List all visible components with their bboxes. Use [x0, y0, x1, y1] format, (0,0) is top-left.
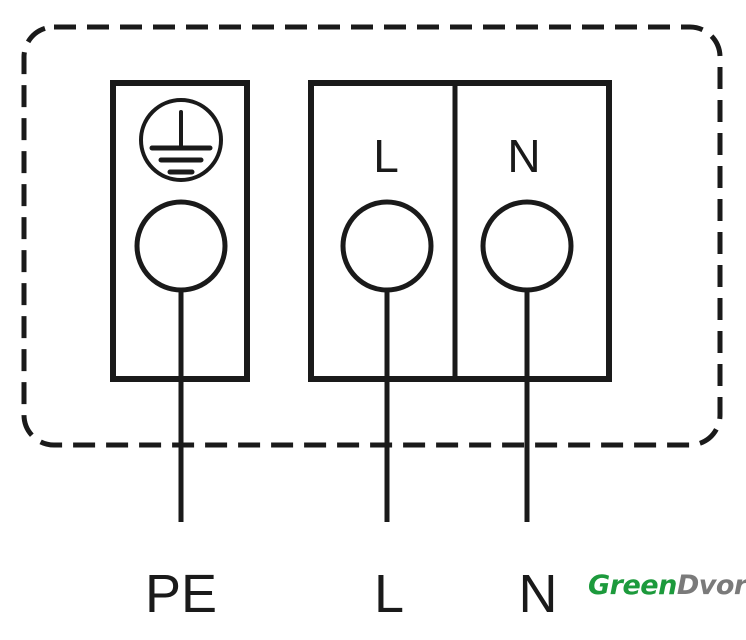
- enclosure-dashed-outline: [21, 24, 723, 448]
- terminal-label-neutral: N: [507, 130, 540, 182]
- line-neutral-terminal-block: [308, 80, 612, 382]
- wire-label-earth: PE: [145, 564, 217, 624]
- wire-label-live: L: [374, 564, 404, 624]
- protective-earth-icon: [139, 98, 223, 182]
- logo-green: Green: [588, 570, 677, 601]
- live-terminal-screw: [340, 199, 434, 293]
- terminal-label-live: L: [373, 130, 399, 182]
- logo-dvor: Dvor: [676, 570, 746, 601]
- wire-label-neutral: N: [519, 564, 558, 624]
- neutral-terminal-screw: [480, 199, 574, 293]
- earth-terminal-screw: [134, 199, 228, 293]
- greendvor-logo: GreenDvor: [588, 570, 746, 601]
